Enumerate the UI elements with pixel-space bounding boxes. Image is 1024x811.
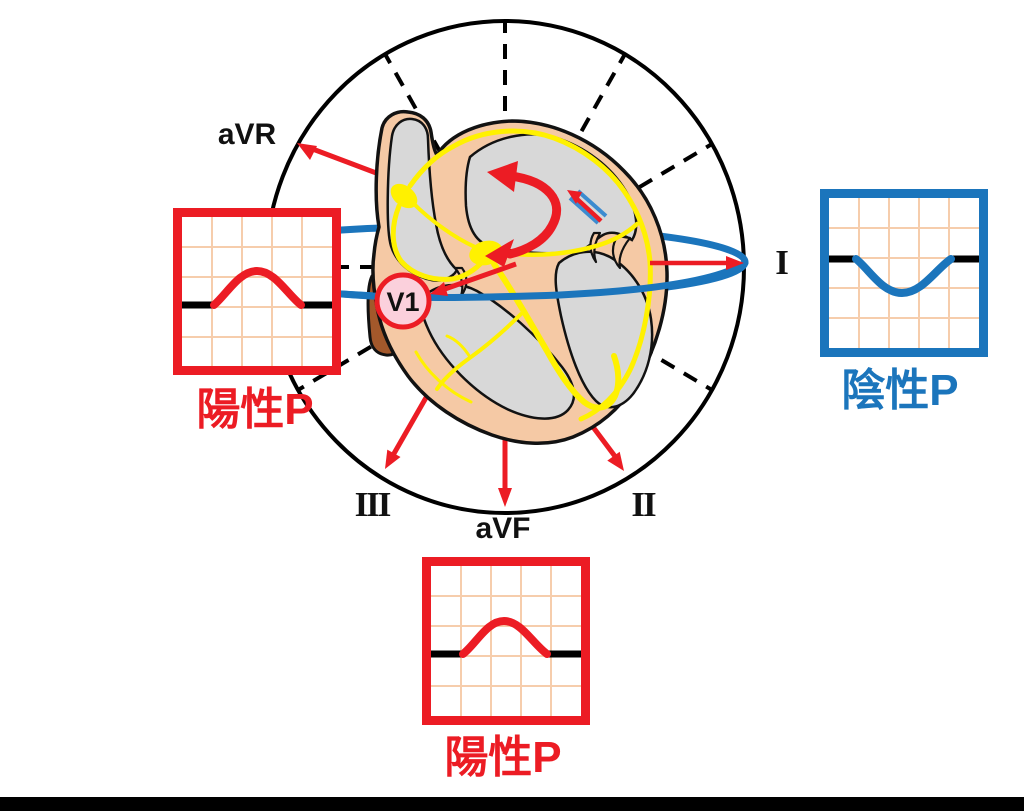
panel-caption-avf: 陽性P — [444, 733, 561, 782]
right-ventricle-chamber — [420, 283, 576, 420]
conduction-system — [390, 128, 653, 422]
conduction-ra-loop — [390, 203, 486, 282]
atrial-activation-curved-arrow — [485, 161, 562, 267]
label-lead-ii: II — [631, 485, 656, 524]
activation-arrows — [430, 161, 744, 296]
sa-node — [390, 183, 418, 209]
conduction-his-bundle — [491, 261, 622, 411]
conduction-internodal — [411, 201, 477, 249]
p-wave-panel-v1 — [173, 208, 341, 375]
panel-caption-lead-i: 陰性P — [841, 366, 958, 415]
p-wave-trace-avf — [459, 616, 551, 658]
label-lead-i: I — [775, 243, 788, 282]
p-wave-trace-lead-i — [852, 255, 955, 298]
v1-electrode-badge: V1 — [374, 272, 432, 330]
conduction-block-symbol — [567, 189, 608, 225]
conduction-rv-twig — [445, 334, 472, 359]
panel-caption-v1: 陽性P — [196, 385, 313, 434]
v1-label: V1 — [386, 287, 419, 317]
lead-arrow-i — [650, 256, 744, 270]
p-wave-panel-lead-i — [820, 189, 988, 357]
pwave-grid-avf — [431, 566, 581, 716]
conduction-roof-path — [407, 128, 653, 422]
p-wave-panel-avf — [422, 557, 590, 725]
bottom-bar — [0, 797, 1024, 811]
right-atrium-chamber — [386, 117, 459, 282]
label-lead-iii: III — [355, 485, 391, 524]
label-avf: aVF — [475, 512, 530, 545]
p-wave-trace-v1 — [210, 266, 305, 309]
label-avr: aVR — [218, 118, 277, 151]
pwave-grid-v1 — [182, 217, 332, 366]
av-to-v1-arrow — [430, 261, 517, 296]
conduction-rv-wall — [414, 350, 473, 404]
